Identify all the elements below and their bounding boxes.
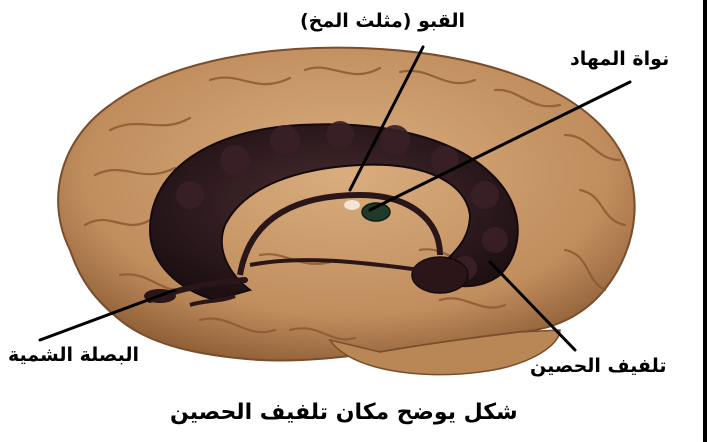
hippocampus bbox=[412, 257, 468, 293]
label-thalamus-nucleus: نواة المهاد bbox=[570, 50, 669, 69]
figure-caption: شكل يوضح مكان تلفيف الحصين bbox=[170, 402, 518, 424]
label-fornix: القبو (مثلث المخ) bbox=[300, 12, 465, 31]
edge-bar bbox=[703, 0, 707, 442]
label-olfactory-bulb: البصلة الشمية bbox=[8, 346, 139, 365]
label-hippocampus-gyrus: تلفيف الحصين bbox=[530, 357, 666, 376]
